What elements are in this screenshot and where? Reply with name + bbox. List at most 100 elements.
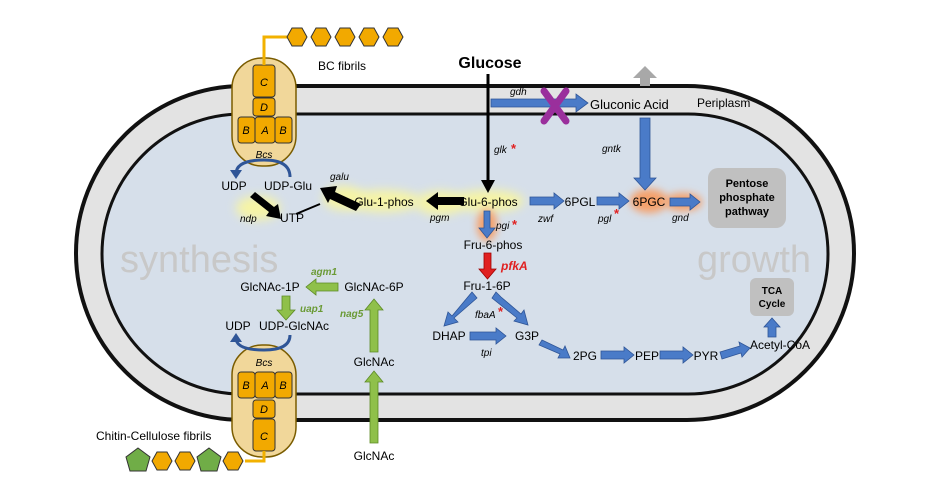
bcs-bottom-label-c: C [260, 431, 268, 443]
bcs-top-label-c: C [260, 77, 268, 89]
chitin-cellulose-fibrils-label: Chitin-Cellulose fibrils [96, 429, 211, 443]
highlight-glu6p [452, 190, 524, 212]
gluconic-acid-label: Gluconic Acid [590, 97, 669, 112]
enzyme-glk: glk [494, 145, 508, 156]
bcs-top-complex: C D B A B Bcs [231, 57, 297, 167]
enzyme-pgl: pgl [597, 214, 612, 225]
bcs-bottom-subunit-d [252, 399, 276, 419]
glcnac-uptake-arrow [364, 370, 384, 444]
bcs-bottom-label-a: A [260, 380, 268, 392]
glcnac-inside-label: GlcNAc [354, 355, 395, 369]
enzyme-uap1: uap1 [300, 304, 324, 315]
enzyme-agm1: agm1 [311, 267, 338, 278]
fbaA-asterisk: * [498, 304, 504, 319]
utp-label: UTP [280, 211, 304, 225]
fibril-hexagon [222, 451, 244, 471]
enzyme-pgi: pgi [495, 221, 510, 232]
utp-to-glu1p-line [295, 203, 321, 215]
bc-fibril-hexagons [286, 27, 404, 47]
pyr-to-acetyl-arrow [719, 341, 751, 360]
fibril-hexagon [358, 27, 380, 47]
bc-fibrils-label: BC fibrils [318, 59, 366, 73]
2pg-label: 2PG [573, 349, 597, 363]
fbaA-arrow-g3p [491, 291, 529, 326]
udp-bottom-label: UDP [225, 319, 250, 333]
glucose-inflow-arrowhead [481, 180, 495, 193]
agm1-arrow [305, 278, 339, 296]
chitin-fibril-units [125, 447, 244, 472]
fibril-hexagon [286, 27, 308, 47]
pgm-arrow [426, 192, 464, 210]
gnd-arrow [669, 193, 701, 211]
g3p-label: G3P [515, 329, 539, 343]
pgi-asterisk: * [512, 217, 518, 232]
pyr-label: PYR [694, 349, 719, 363]
bcs-bottom-label-b-left: B [242, 380, 249, 392]
glcnac-1p-label: GlcNAc-1P [240, 280, 299, 294]
tca-cycle-box [750, 278, 794, 316]
fru6p-label: Fru-6-phos [464, 238, 523, 252]
bcs-top-subunit-b-right [274, 116, 293, 144]
tca-line-1: TCA [762, 286, 783, 297]
bcs-top-subunit-d [252, 97, 276, 117]
bcs-bottom-subunit-b-right [274, 371, 293, 399]
fibril-pentagon [125, 447, 151, 472]
udp-top-label: UDP [221, 179, 246, 193]
bcs-bottom-complex: Bcs B A B D C [231, 344, 297, 458]
periplasm-label: Periplasm [697, 96, 750, 110]
glucose-title: Glucose [458, 55, 521, 72]
ppp-line-1: Pentose [726, 178, 769, 190]
pep-label: PEP [635, 349, 659, 363]
ndp-arrow [250, 192, 281, 219]
highlight-glu1p [345, 190, 421, 212]
2pg-to-pep-arrow [600, 346, 635, 364]
6pgc-label: 6PGC [633, 195, 666, 209]
gntk-arrow [633, 117, 657, 191]
acetyl-coa-label: Acetyl-CoA [750, 338, 810, 352]
enzyme-gdh: gdh [510, 87, 527, 98]
fibril-hexagon [151, 451, 173, 471]
fibril-hexagon [334, 27, 356, 47]
fibril-hexagon [310, 27, 332, 47]
enzyme-nag5: nag5 [340, 309, 364, 320]
ppp-line-2: phosphate [719, 192, 775, 204]
6pgl-label: 6PGL [565, 195, 596, 209]
pgi-arrow [478, 210, 496, 239]
fbaA-arrow-dhap [443, 291, 478, 327]
uap1-arrow [276, 295, 296, 321]
bcs-top-label-b-right: B [279, 125, 286, 137]
enzyme-gnd: gnd [672, 213, 689, 224]
bcs-bottom-label-d: D [260, 404, 268, 416]
enzyme-pgm: pgm [429, 213, 449, 224]
udp-curve-arrowhead [230, 170, 242, 179]
chitin-fibril-line [245, 451, 266, 463]
enzyme-gntk: gntk [602, 144, 622, 155]
nag5-arrow [364, 298, 384, 353]
pgl-asterisk: * [614, 206, 620, 221]
watermark-growth: growth [697, 239, 811, 281]
glu1p-label: Glu-1-phos [354, 195, 413, 209]
pfkA-arrow [478, 252, 497, 280]
tca-line-2: Cycle [759, 299, 786, 310]
pep-to-pyr-arrow [659, 346, 694, 364]
glu6p-label: Glu-6-phos [458, 195, 517, 209]
bcs-top-label-d: D [260, 102, 268, 114]
udp-glu-to-udp-curve [234, 158, 292, 178]
bc-fibril-line [262, 35, 290, 65]
fibril-pentagon [196, 447, 222, 472]
highlight-6pgc [630, 189, 668, 213]
ppp-line-3: pathway [725, 206, 770, 218]
udp-glcnac-to-udp-curve [234, 334, 292, 352]
enzyme-pfkA: pfkA [500, 259, 528, 273]
bcs-top-label: Bcs [256, 150, 273, 161]
enzyme-ndp: ndp [240, 214, 257, 225]
dhap-label: DHAP [432, 329, 465, 343]
fru16p-label: Fru-1-6P [463, 279, 510, 293]
enzyme-zwf: zwf [537, 214, 554, 225]
udp-glu-label: UDP-Glu [264, 179, 312, 193]
enzyme-tpi: tpi [481, 348, 492, 359]
watermark-synthesis: synthesis [120, 239, 278, 281]
bcs-top-label-a: A [260, 125, 268, 137]
